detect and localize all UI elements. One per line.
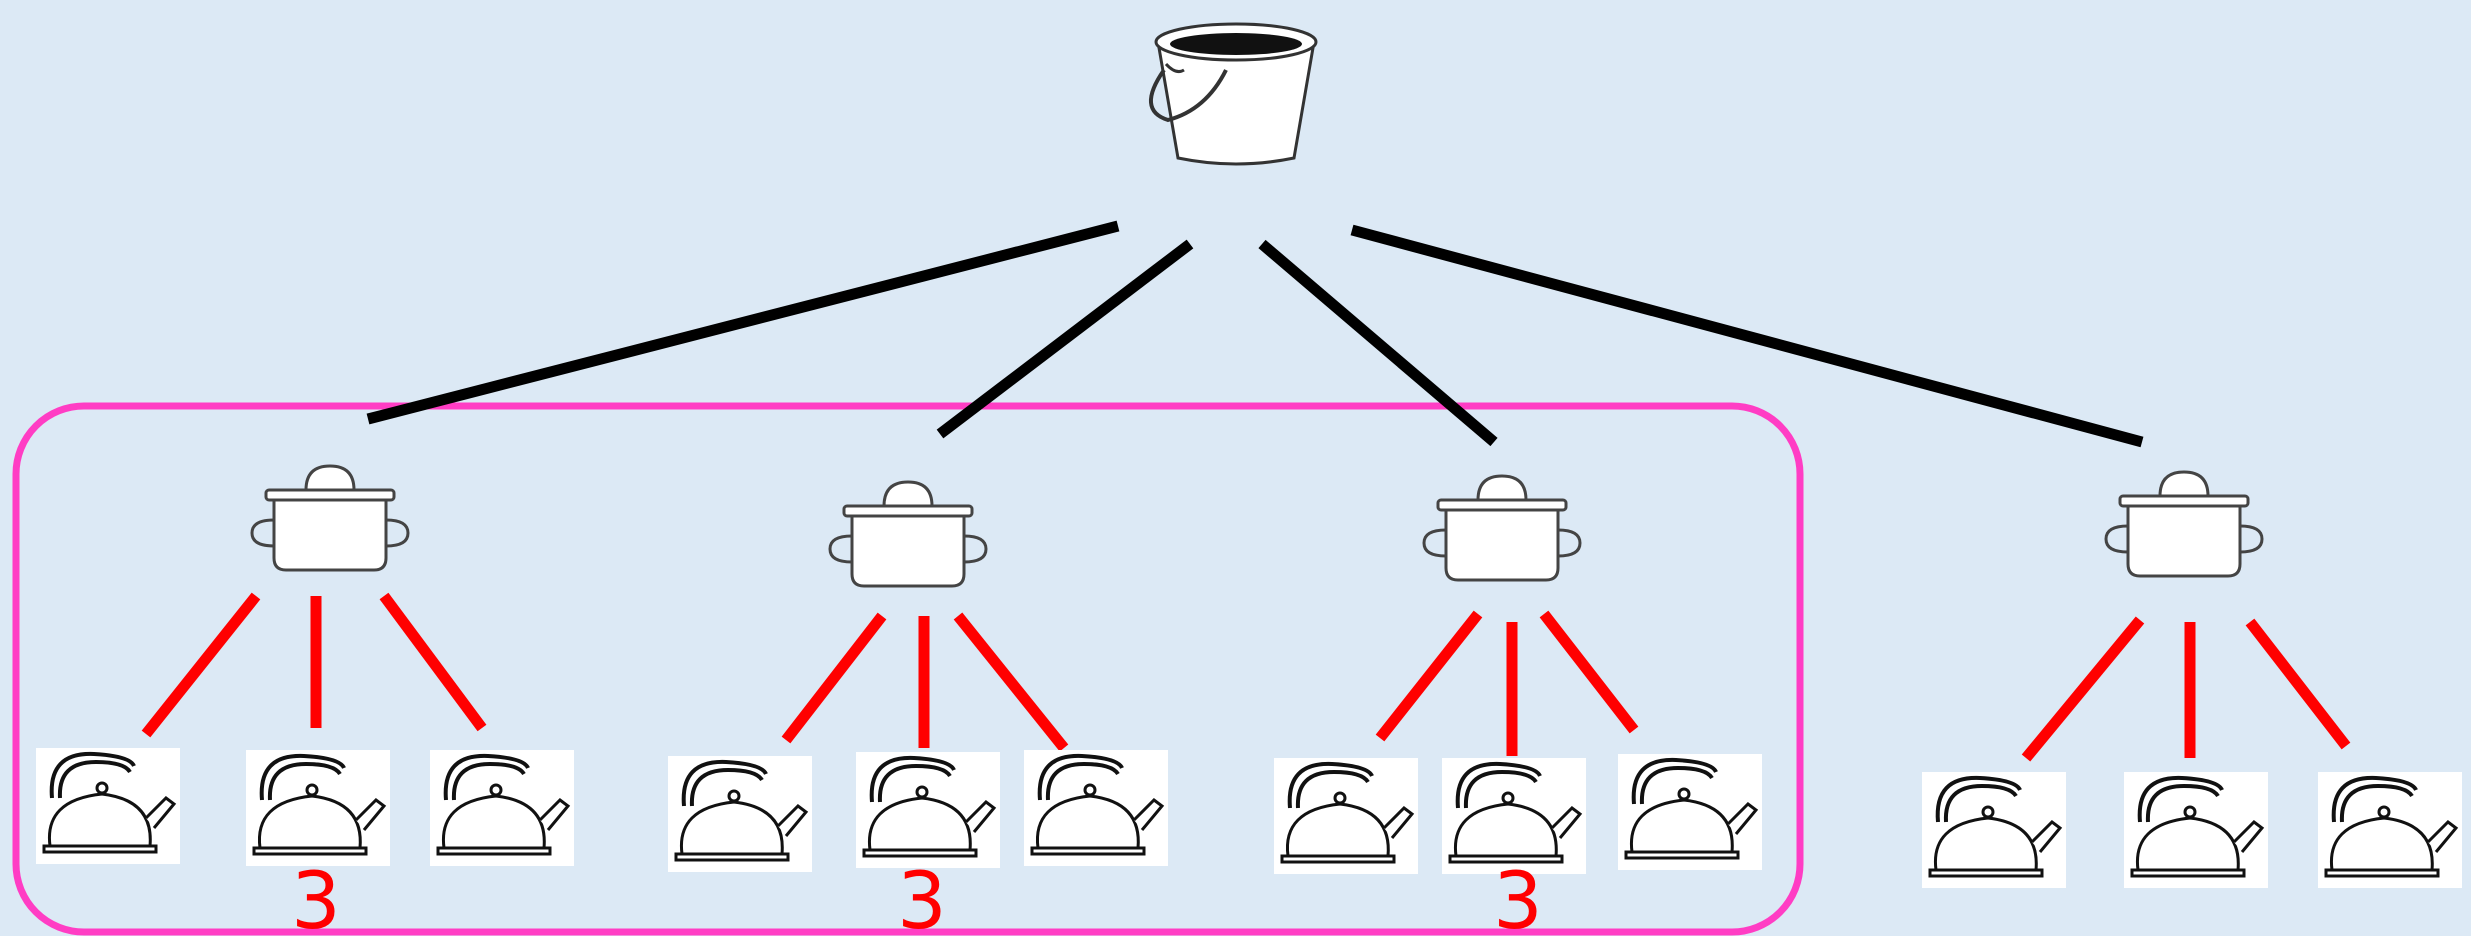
kettle-icon — [1022, 748, 1170, 868]
pot-icon — [250, 464, 410, 572]
kettle-icon — [34, 746, 182, 866]
pot-edge — [379, 592, 487, 732]
group-outline — [12, 402, 1804, 936]
pot-edge — [141, 592, 261, 738]
kettle-icon — [2316, 770, 2464, 890]
pot-edge — [2021, 616, 2145, 762]
kettle-icon — [854, 750, 1002, 870]
kettle-icon — [1616, 752, 1764, 872]
pot-edge — [1375, 610, 1483, 742]
bucket-icon — [1148, 22, 1318, 166]
kettle-icon — [244, 748, 392, 868]
kettle-icon — [2122, 770, 2270, 890]
pot-edge — [953, 612, 1069, 752]
root-edge — [1350, 224, 2144, 448]
count-label: 3 — [897, 857, 947, 936]
pot-icon — [828, 480, 988, 588]
root-edge — [936, 239, 1194, 439]
pot-edge — [781, 612, 887, 744]
kettle-icon — [1920, 770, 2068, 890]
root-edge — [366, 220, 1120, 425]
kettle-icon — [428, 748, 576, 868]
pot-icon — [2104, 470, 2264, 578]
pot-edge — [1539, 610, 1639, 734]
root-edge — [1258, 239, 1498, 447]
kettle-icon — [1272, 756, 1420, 876]
pot-edge — [2245, 618, 2351, 750]
pot-icon — [1422, 474, 1582, 582]
count-label: 3 — [291, 857, 341, 936]
count-label: 3 — [1493, 857, 1543, 936]
kettle-icon — [666, 754, 814, 874]
